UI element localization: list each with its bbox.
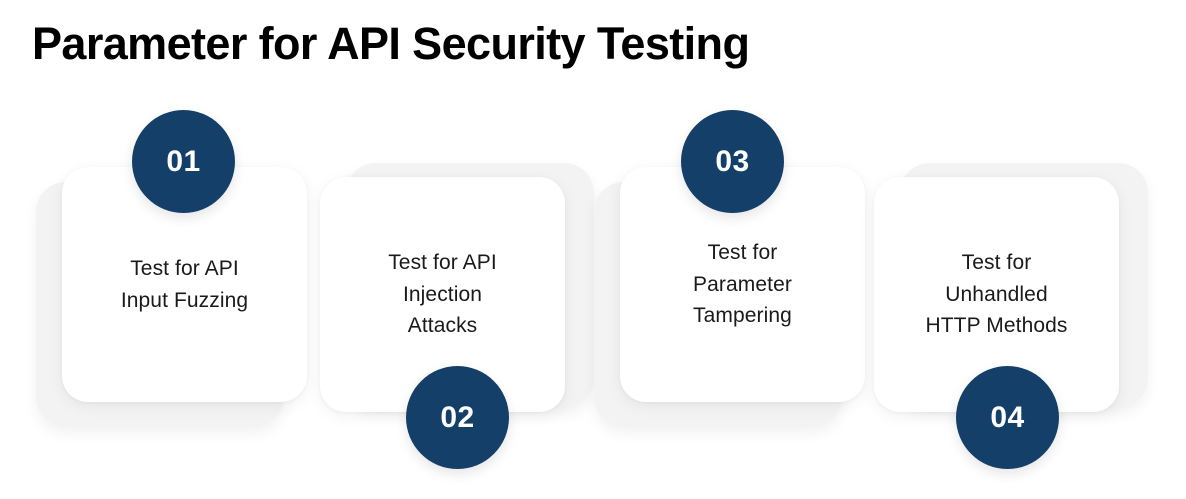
card-label-04: Test for Unhandled HTTP Methods <box>925 251 1068 338</box>
card-label-03: Test for Parameter Tampering <box>693 241 792 328</box>
step-number-03: 03 <box>715 144 750 178</box>
card-label-02: Test for API Injection Attacks <box>388 251 497 338</box>
card-surface-01[interactable]: Test for API Input Fuzzing <box>62 167 307 402</box>
step-number-02: 02 <box>440 400 475 434</box>
card-surface-03[interactable]: Test for Parameter Tampering <box>620 167 865 402</box>
step-card-02[interactable]: Test for API Injection Attacks <box>320 155 596 455</box>
step-badge-01[interactable]: 01 <box>132 110 235 213</box>
step-card-04[interactable]: Test for Unhandled HTTP Methods <box>874 155 1150 455</box>
step-badge-04[interactable]: 04 <box>956 366 1059 469</box>
page-title: Parameter for API Security Testing <box>32 18 750 69</box>
card-label-01: Test for API Input Fuzzing <box>120 257 249 312</box>
step-number-04: 04 <box>990 400 1025 434</box>
step-badge-02[interactable]: 02 <box>406 366 509 469</box>
step-badge-03[interactable]: 03 <box>681 110 784 213</box>
step-card-03[interactable]: Test for Parameter Tampering <box>594 160 870 460</box>
card-surface-02[interactable]: Test for API Injection Attacks <box>320 177 565 412</box>
step-number-01: 01 <box>166 144 201 178</box>
step-card-01[interactable]: Test for API Input Fuzzing <box>36 160 312 460</box>
